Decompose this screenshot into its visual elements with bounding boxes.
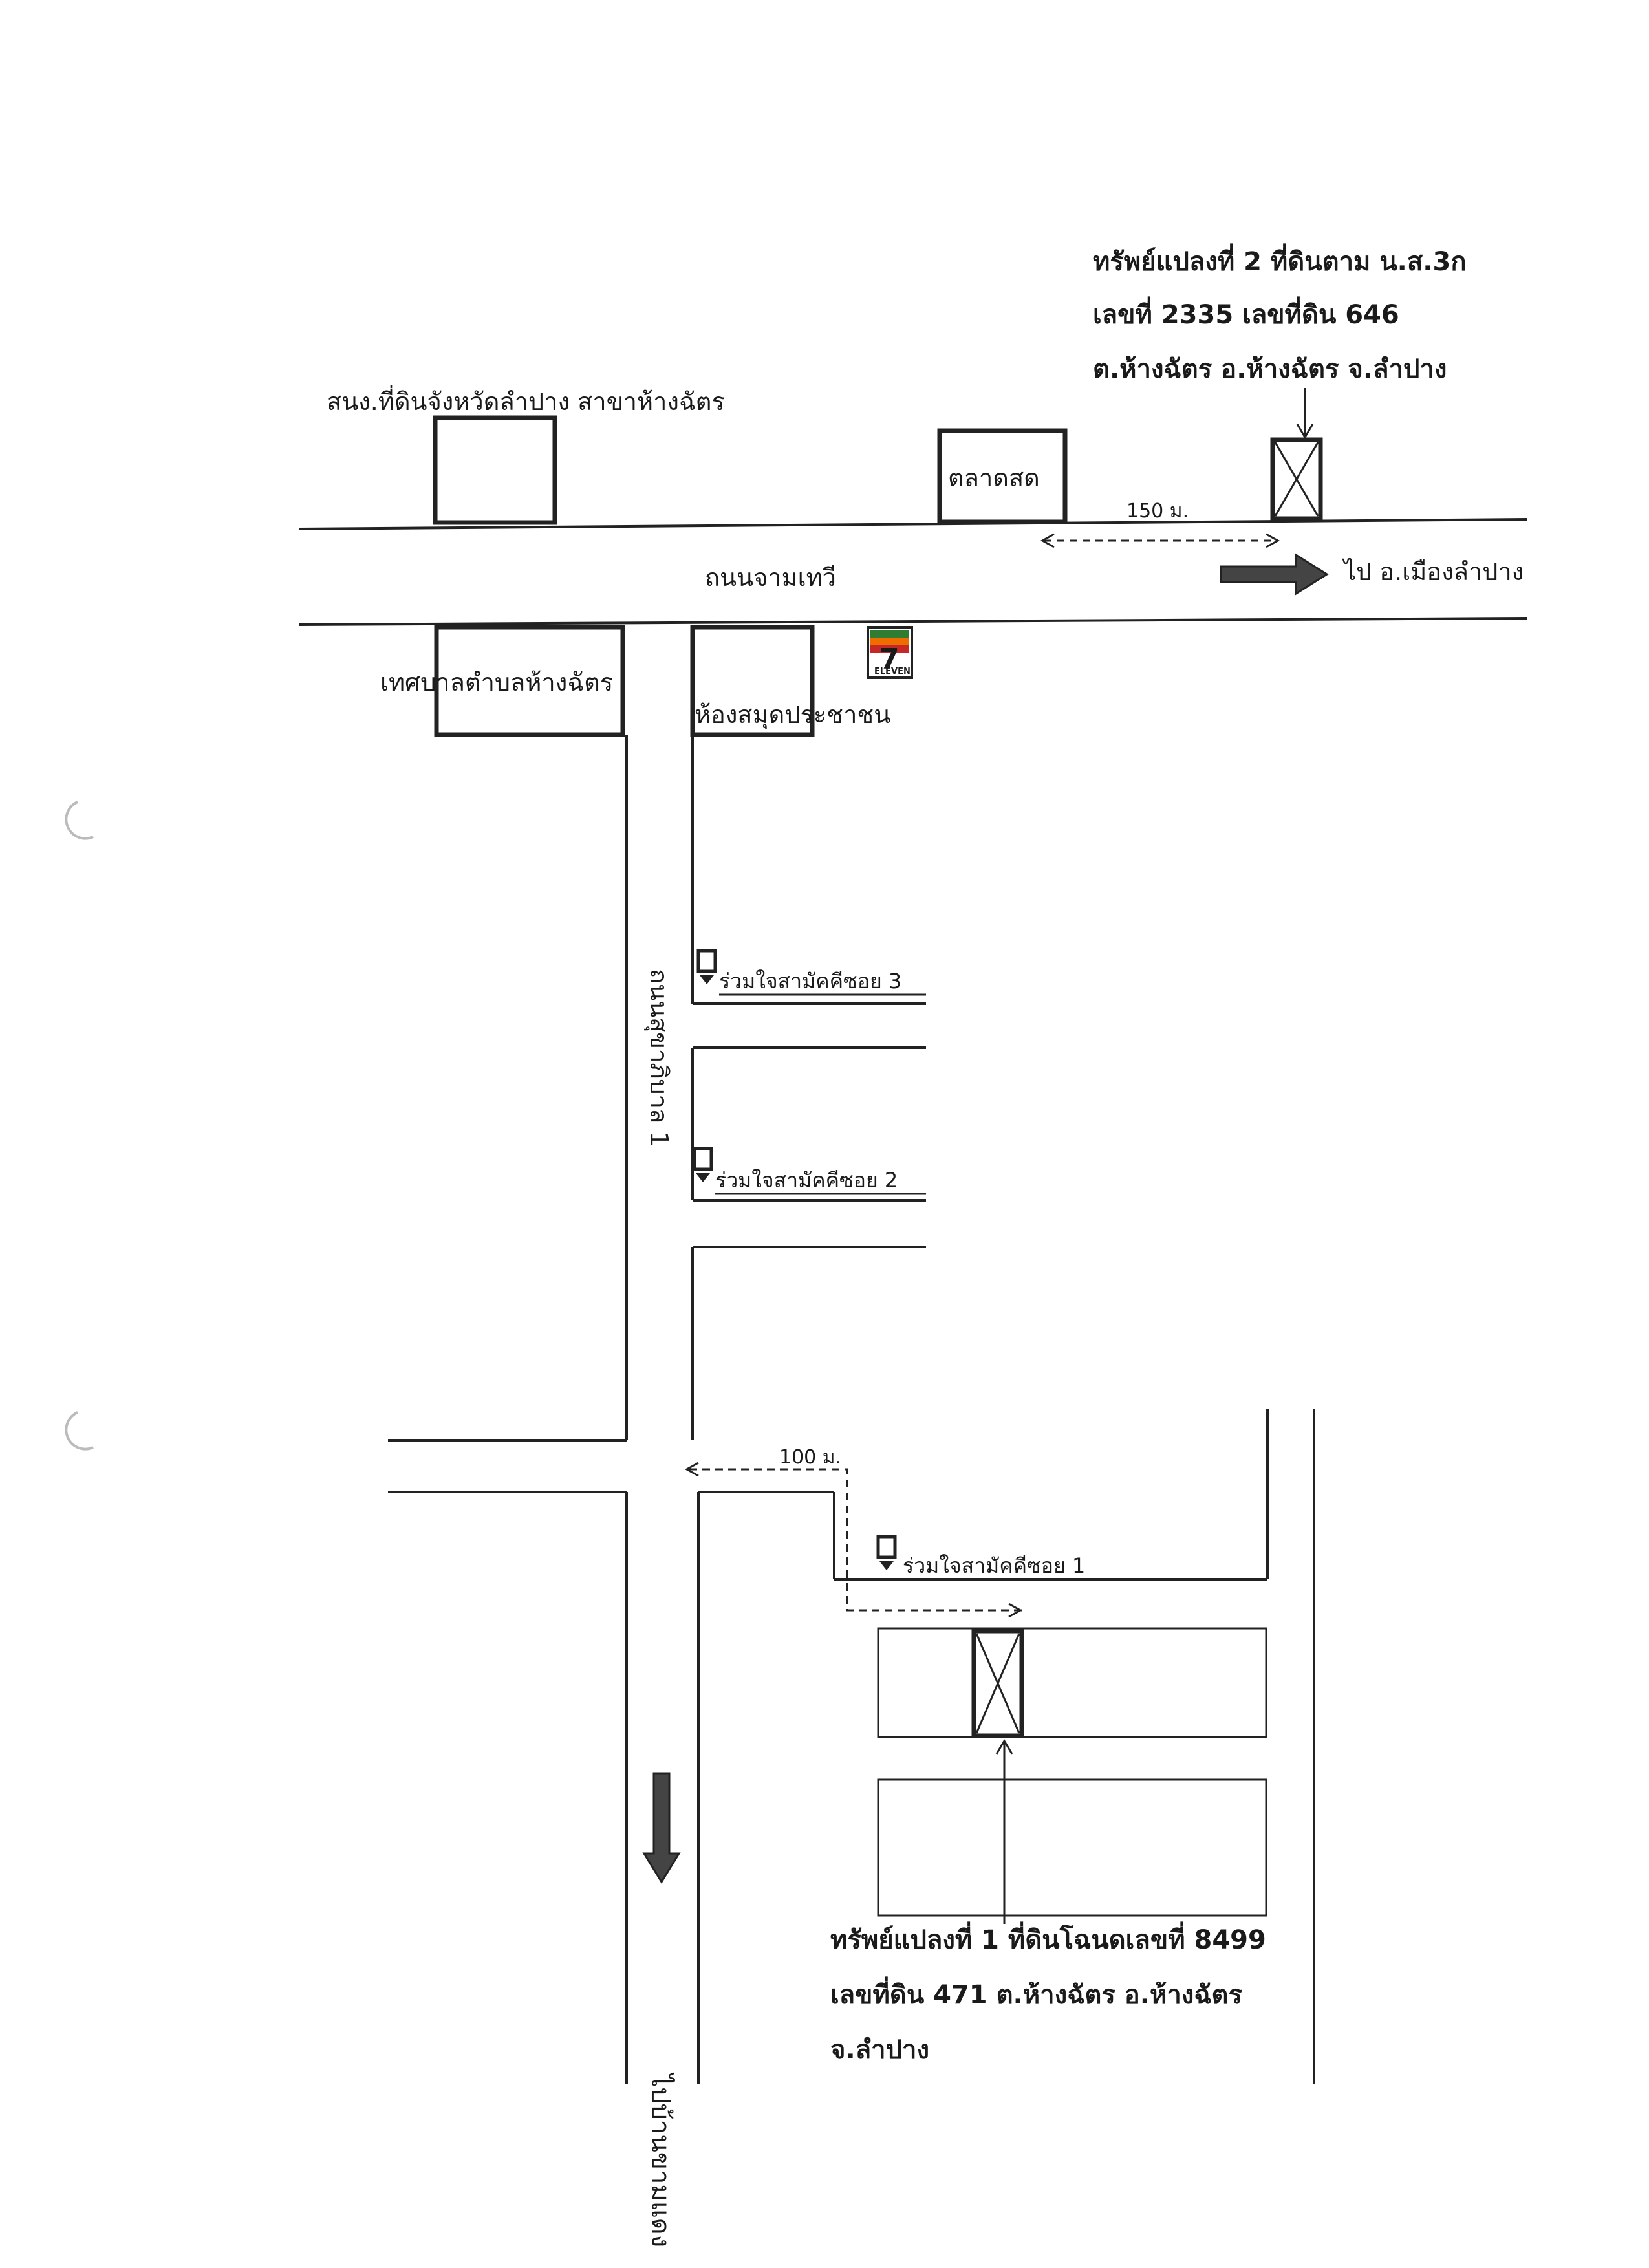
main-road-label: ถนนจามเทวี bbox=[705, 563, 836, 592]
seven-eleven-logo: 7 ELEVEN bbox=[867, 626, 913, 679]
soi2-sign-icon bbox=[693, 1147, 713, 1182]
soi1-label: ร่วมใจสามัคคีซอย 1 bbox=[903, 1553, 1085, 1578]
soi3-label: ร่วมใจสามัคคีซอย 3 bbox=[719, 969, 901, 993]
plot2-marker bbox=[1270, 437, 1323, 521]
land-office-building bbox=[433, 415, 557, 525]
punch-hole-mark bbox=[65, 1411, 94, 1451]
plot1-line2: เลขที่ดิน 471 ต.ห้างฉัตร อ.ห้างฉัตร bbox=[830, 1976, 1243, 2010]
plot2-description: ทรัพย์แปลงที่ 2 ที่ดินตาม น.ส.3ก เลขที่ … bbox=[1093, 243, 1467, 384]
municipality-label: เทศบาลตำบลห้างฉัตร bbox=[380, 668, 613, 697]
fresh-market-label: ตลาดสด bbox=[948, 464, 1040, 492]
side-road-lines bbox=[388, 735, 700, 2084]
soi3-sign-icon bbox=[696, 949, 717, 984]
plot1-pointer-arrow bbox=[995, 1739, 1013, 1924]
plot1-line3: จ.ลำปาง bbox=[830, 2035, 929, 2065]
plot1-marker bbox=[971, 1628, 1024, 1738]
to-mueang-label: ไป อ.เมืองลำปาง bbox=[1342, 557, 1524, 586]
plot1-description: ทรัพย์แปลงที่ 1 ที่ดินโฉนดเลขที่ 8499 เล… bbox=[830, 1921, 1266, 2065]
plot2-line1: ทรัพย์แปลงที่ 2 ที่ดินตาม น.ส.3ก bbox=[1093, 243, 1467, 277]
seven-eleven-brand: 7 bbox=[879, 643, 900, 676]
main-road-lines bbox=[298, 518, 1528, 626]
to-ban-khan-label: ไปบ้านขามแดง bbox=[645, 2072, 675, 2247]
plot2-line3: ต.ห้างฉัตร อ.ห้างฉัตร จ.ลำปาง bbox=[1093, 354, 1447, 384]
soi2-label: ร่วมใจสามัคคีซอย 2 bbox=[715, 1168, 898, 1193]
distance-100m-label: 100 ม. bbox=[779, 1446, 841, 1469]
soi1-sign-icon bbox=[876, 1535, 897, 1570]
to-mueang-arrow bbox=[1220, 553, 1329, 596]
library-building bbox=[690, 625, 815, 737]
distance-100m-arrow bbox=[684, 1462, 1023, 1618]
seven-eleven-text: ELEVEN bbox=[874, 667, 911, 676]
side-road-label: ถนนสุขาภิบาล 1 bbox=[644, 969, 673, 1147]
fresh-market-building bbox=[937, 428, 1068, 524]
plot2-line2: เลขที่ 2335 เลขที่ดิน 646 bbox=[1093, 296, 1399, 330]
land-office-label: สนง.ที่ดินจังหวัดลำปาง สาขาห้างฉัตร bbox=[327, 385, 725, 416]
to-ban-khan-arrow bbox=[642, 1772, 681, 1884]
distance-150m-arrow bbox=[1040, 533, 1280, 548]
plot1-line1: ทรัพย์แปลงที่ 1 ที่ดินโฉนดเลขที่ 8499 bbox=[830, 1921, 1266, 1955]
plot2-pointer-arrow bbox=[1296, 388, 1314, 439]
distance-150m-label: 150 ม. bbox=[1126, 500, 1189, 523]
punch-hole-mark bbox=[65, 801, 94, 840]
soi-lines bbox=[693, 1002, 1315, 2084]
library-label: ห้องสมุดประชาชน bbox=[695, 700, 890, 729]
plot1-parcel-strips bbox=[877, 1627, 1267, 1917]
municipality-building bbox=[434, 625, 625, 737]
